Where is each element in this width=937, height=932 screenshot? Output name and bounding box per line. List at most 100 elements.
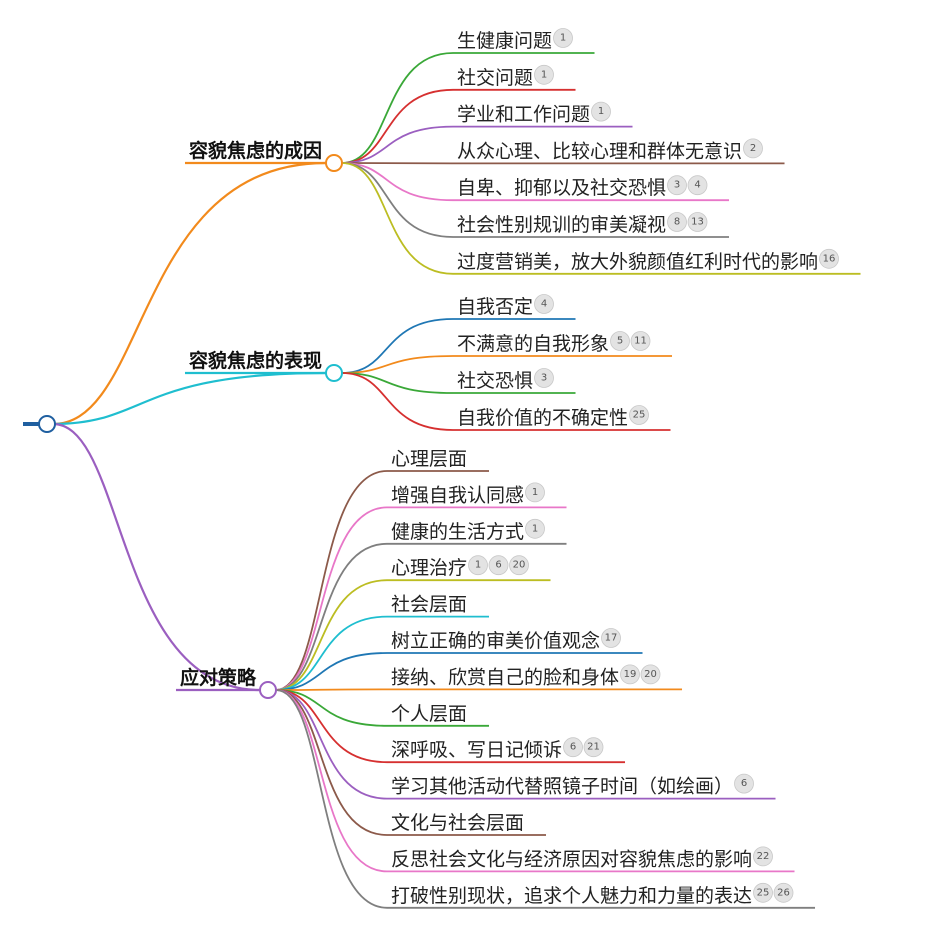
reference-badge[interactable]: 3 [534,368,554,388]
reference-badge[interactable]: 16 [819,248,839,269]
badge-number: 8 [674,217,680,228]
reference-badge[interactable]: 25 [753,882,773,903]
badge-number: 3 [541,373,547,384]
reference-badge[interactable]: 8 [667,212,687,232]
branch-connector [52,422,261,692]
branch-node[interactable] [325,154,343,172]
reference-badge[interactable]: 19 [620,664,640,685]
leaf-node[interactable]: 个人层面 [275,689,490,727]
badge-number: 1 [541,69,547,80]
reference-badge[interactable]: 20 [640,664,661,685]
branch-label[interactable]: 容貌焦虑的成因 [189,139,322,162]
reference-badge[interactable]: 25 [629,405,649,425]
reference-badge[interactable]: 1 [553,28,573,48]
reference-badge[interactable]: 17 [601,628,621,648]
badge-circle [620,664,640,685]
reference-badge[interactable]: 4 [534,294,554,314]
badge-circle [525,482,545,503]
leaf-label: 自我价值的不确定性 [457,407,628,429]
badge-number: 20 [644,669,657,680]
leaf-label: 打破性别现状，追求个人魅力和力量的表达 [391,885,752,907]
branch-node[interactable] [259,681,277,699]
badge-number: 2 [750,143,756,154]
branch-node[interactable] [325,364,343,382]
badge-circle [610,331,630,351]
reference-badge[interactable]: 26 [773,882,794,903]
leaf-connector [275,689,388,764]
badge-circle [601,628,621,648]
branch-label[interactable]: 容貌焦虑的表现 [189,349,322,372]
reference-badge[interactable]: 21 [583,737,604,758]
badge-number: 1 [560,33,566,44]
leaf-node[interactable]: 社交问题 1 [341,64,576,164]
branch-label[interactable]: 应对策略 [180,666,257,689]
leaf-node[interactable]: 文化与社会层面 [275,689,547,836]
reference-badge[interactable]: 4 [687,175,708,196]
leaf-node[interactable]: 学习其他活动代替照镜子时间（如绘画）6 [275,689,776,800]
reference-badge[interactable]: 1 [525,518,545,539]
badge-circle [743,138,763,159]
leaf-label: 文化与社会层面 [391,812,524,834]
branch-connector [52,371,327,426]
leaf-label: 树立正确的审美价值观念 [391,629,600,652]
leaf-node[interactable]: 心理层面 [275,448,490,691]
leaf-node[interactable]: 树立正确的审美价值观念 17 [275,628,643,691]
reference-badge[interactable]: 1 [534,64,554,85]
leaf-label: 学习其他活动代替照镜子时间（如绘画） [391,776,733,798]
badge-number: 17 [605,633,618,644]
reference-badge[interactable]: 11 [630,331,651,351]
reference-badge[interactable]: 6 [488,555,509,576]
reference-badge[interactable]: 1 [591,101,611,122]
reference-badge[interactable]: 6 [734,773,754,794]
badge-number: 16 [823,253,836,264]
leaf-label: 健康的生活方式 [391,521,524,543]
reference-badge[interactable]: 6 [563,737,583,758]
badge-circle [640,664,661,685]
reference-badge[interactable]: 13 [687,212,708,232]
reference-badge[interactable]: 20 [509,555,529,576]
badge-number: 22 [757,851,770,862]
leaf-label: 接纳、欣赏自己的脸和身体 [391,666,619,688]
badge-circle [687,175,708,196]
reference-badge[interactable]: 2 [743,138,763,159]
badge-circle [525,518,545,539]
leaf-connector [341,162,454,202]
badge-circle [583,737,604,758]
badge-circle [534,368,554,388]
badge-circle [468,555,488,576]
leaf-label: 不满意的自我形象 [457,333,609,355]
reference-badge[interactable]: 1 [525,482,545,503]
badge-number: 6 [495,560,501,571]
root-node[interactable] [38,415,56,433]
reference-badge[interactable]: 3 [667,175,687,196]
reference-badge[interactable]: 5 [610,331,630,351]
badge-circle [667,212,687,232]
leaf-node[interactable]: 社会层面 [275,594,490,691]
badge-circle [553,28,573,48]
badge-number: 6 [570,742,576,753]
reference-badge[interactable]: 1 [468,555,488,576]
branch-connector [52,161,327,426]
leaf-label: 社交问题 [457,67,533,89]
badge-number: 25 [757,887,770,898]
reference-badge[interactable]: 22 [753,846,773,867]
leaf-connector [275,689,388,727]
